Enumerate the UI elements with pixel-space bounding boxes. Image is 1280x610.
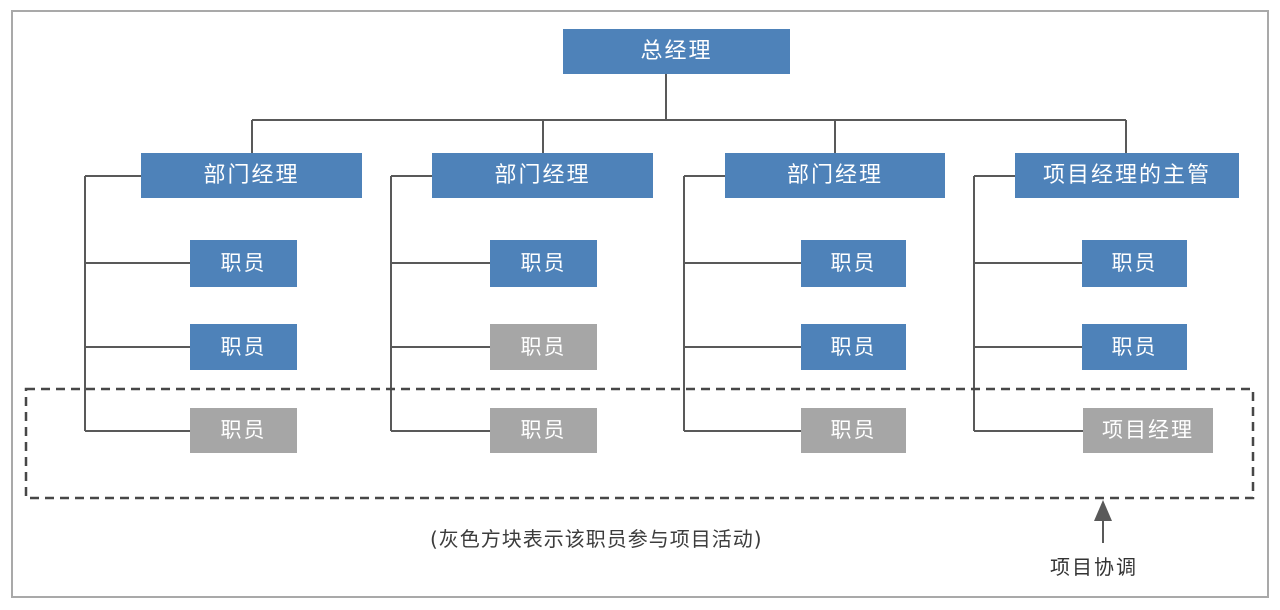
node-staff-4-1: 职员 xyxy=(1082,240,1187,287)
node-staff-4-2: 职员 xyxy=(1082,324,1187,370)
node-staff-2-3: 职员 xyxy=(490,408,597,453)
node-dept-manager-2: 部门经理 xyxy=(432,153,653,198)
legend-note: (灰色方块表示该职员参与项目活动) xyxy=(430,527,763,551)
col3-spine xyxy=(683,175,801,432)
outer-frame xyxy=(11,10,1269,598)
node-staff-3-2: 职员 xyxy=(801,324,906,370)
node-staff-1-3: 职员 xyxy=(190,408,297,453)
node-staff-3-1: 职员 xyxy=(801,240,906,287)
node-project-manager: 项目经理 xyxy=(1083,408,1213,453)
col4-spine xyxy=(973,175,1083,432)
coordination-label: 项目协调 xyxy=(1050,555,1138,579)
node-staff-1-2: 职员 xyxy=(190,324,297,370)
node-dept-manager-1: 部门经理 xyxy=(141,153,362,198)
node-pm-supervisor: 项目经理的主管 xyxy=(1015,153,1239,198)
node-general-manager: 总经理 xyxy=(563,29,790,74)
project-region-dashed-box xyxy=(24,387,1255,500)
node-staff-3-3: 职员 xyxy=(801,408,906,453)
col1-spine xyxy=(84,175,190,432)
node-staff-2-2: 职员 xyxy=(490,324,597,370)
node-dept-manager-3: 部门经理 xyxy=(725,153,945,198)
coordination-arrow-head xyxy=(1094,500,1112,521)
col2-spine xyxy=(390,175,490,432)
node-staff-1-1: 职员 xyxy=(190,240,297,287)
node-staff-2-1: 职员 xyxy=(490,240,597,287)
